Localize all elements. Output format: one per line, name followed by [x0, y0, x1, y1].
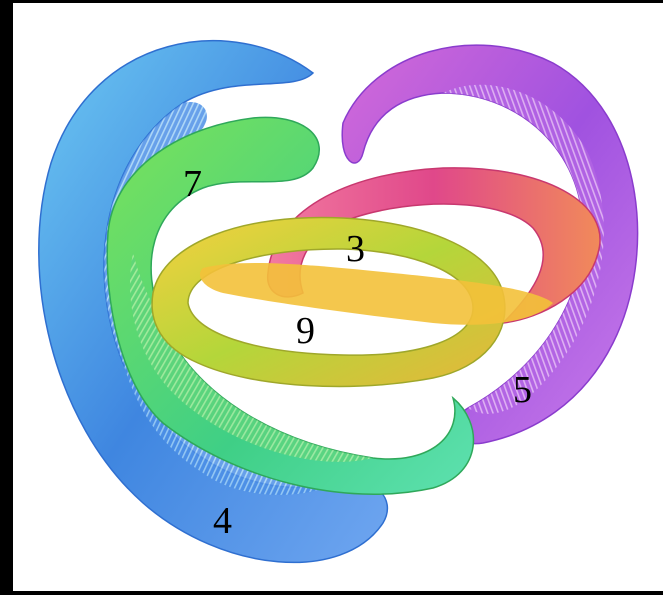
label-4: 4 [213, 500, 232, 542]
ribbon-green [106, 116, 475, 495]
label-9: 9 [296, 310, 315, 352]
label-5: 5 [513, 369, 532, 411]
image-canvas: 7 3 9 5 4 [13, 3, 663, 591]
ribbon-yellow [151, 216, 553, 388]
hopf-fibration-figure: 7 3 9 5 4 [38, 39, 639, 564]
label-7: 7 [183, 163, 202, 205]
label-3: 3 [346, 228, 365, 270]
